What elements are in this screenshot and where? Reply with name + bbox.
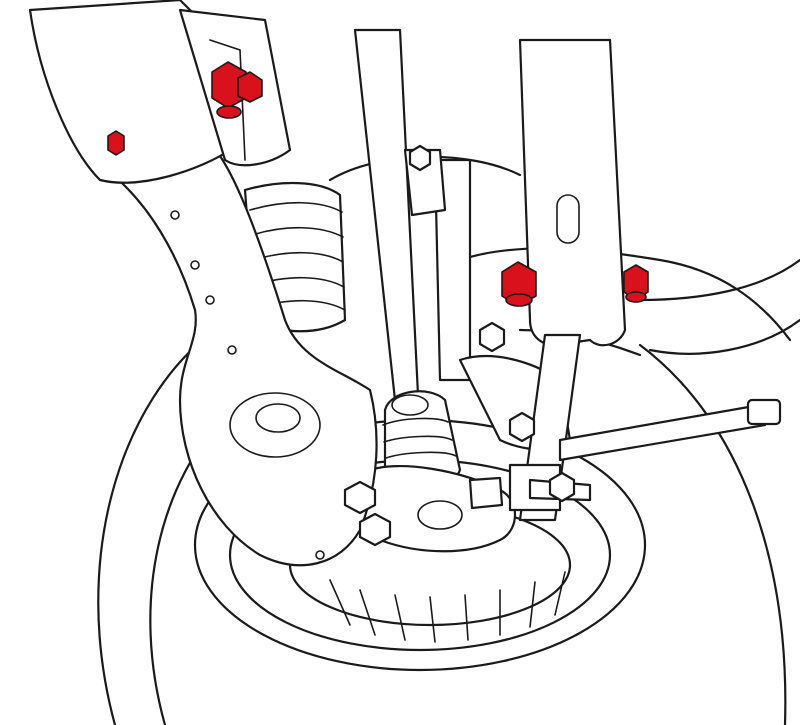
- trailing-arm-front-bushing-nut: [107, 130, 125, 156]
- shock-absorber: [353, 28, 472, 402]
- lateral-link-outer-nut: [623, 264, 649, 303]
- highlighted-nuts: [107, 61, 649, 307]
- bolt-lower-right: [548, 471, 576, 503]
- trailing-arm-eye: [229, 392, 321, 458]
- arm-slot: [556, 194, 580, 244]
- bolt-top: [408, 144, 432, 172]
- fasteners: [343, 144, 576, 547]
- bolt-mid: [478, 321, 506, 353]
- bolt-knuckle-upper: [343, 480, 377, 515]
- trailing-arm: [98, 125, 378, 567]
- lateral-link-inner-nut: [501, 261, 537, 307]
- upper-control-arm-right: [518, 38, 627, 347]
- bolt-knuckle-lower: [358, 512, 392, 547]
- bolt-knuckle-right: [508, 411, 536, 443]
- upper-mount-nut: [211, 61, 263, 119]
- link-end: [746, 398, 782, 426]
